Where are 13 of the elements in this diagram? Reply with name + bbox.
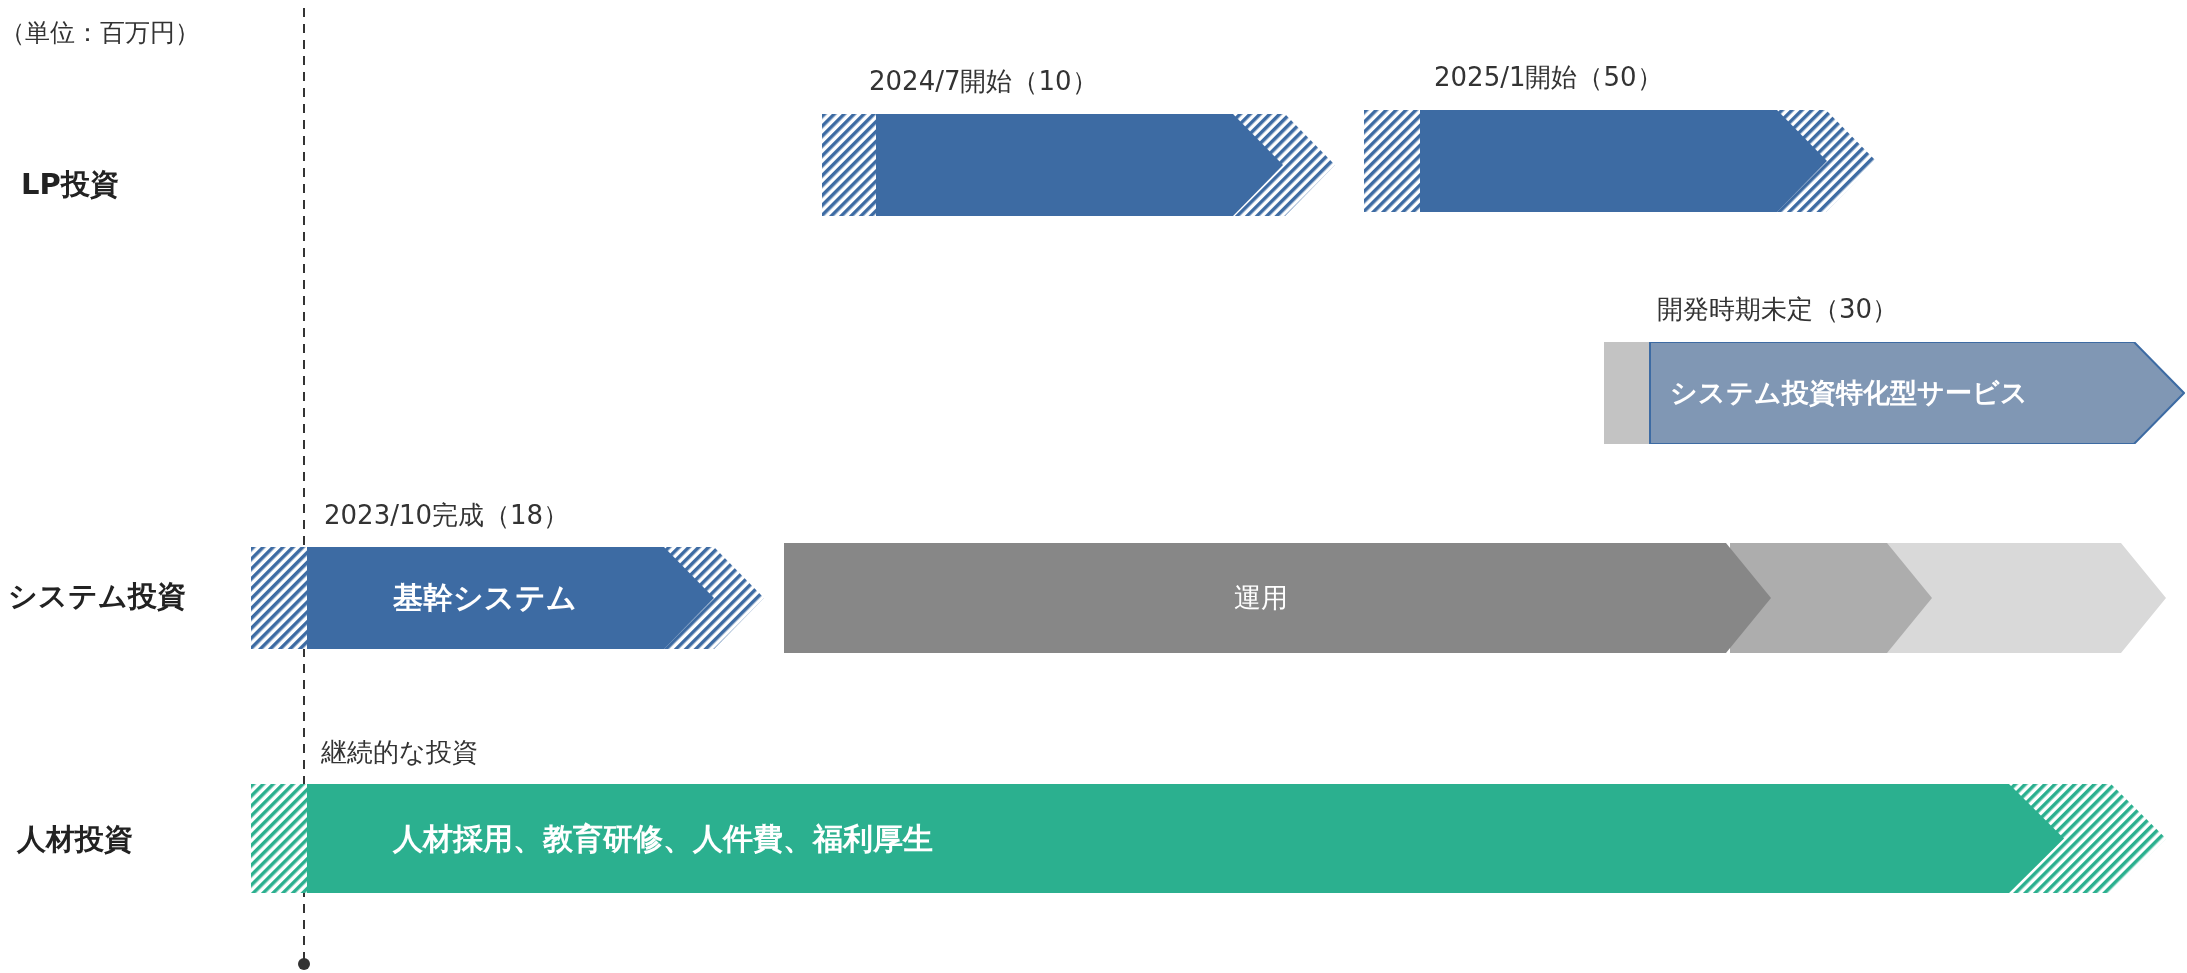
bar-label: 運用 [1234, 581, 1288, 615]
bar-label: システム投資特化型サービス [1670, 376, 2028, 410]
milestone-label: 2023/10完成（18） [324, 499, 570, 532]
milestone-label: 継続的な投資 [321, 736, 478, 769]
milestone-label: 開発時期未定（30） [1657, 293, 1899, 326]
bar-label: 人材採用、教育研修、人件費、福利厚生 [393, 819, 933, 858]
row-label: 人材投資 [17, 821, 133, 858]
milestone-label: 2025/1開始（50） [1434, 61, 1663, 94]
row-label: システム投資 [8, 578, 186, 615]
bar-label: 基幹システム [393, 579, 577, 617]
milestone-label: 2024/7開始（10） [869, 65, 1098, 98]
row-label: LP投資 [21, 166, 119, 203]
unit-note: （単位：百万円） [0, 17, 200, 49]
